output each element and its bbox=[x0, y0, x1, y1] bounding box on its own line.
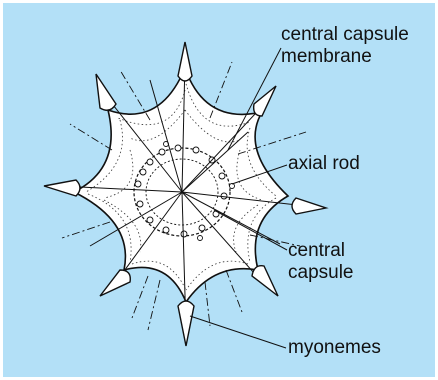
spine-lower-left bbox=[100, 270, 130, 296]
spine-lower-right bbox=[252, 266, 278, 296]
label-line-2: membrane bbox=[281, 46, 409, 68]
label-line-1: central capsule bbox=[281, 24, 409, 46]
spine-left bbox=[44, 180, 80, 196]
spine-top bbox=[178, 42, 192, 81]
spine-right bbox=[292, 198, 326, 214]
spine-upper-left bbox=[96, 74, 116, 110]
label-myonemes: myonemes bbox=[288, 337, 381, 359]
spine-bottom bbox=[178, 301, 194, 346]
label-line-2: capsule bbox=[288, 262, 354, 284]
leader-myonemes bbox=[190, 316, 286, 348]
label-central-capsule-membrane: central capsule membrane bbox=[281, 24, 409, 68]
label-central-capsule: central capsule bbox=[288, 240, 354, 284]
label-axial-rod: axial rod bbox=[288, 153, 360, 175]
spine-upper-right bbox=[254, 86, 276, 116]
label-line-1: central bbox=[288, 240, 354, 262]
